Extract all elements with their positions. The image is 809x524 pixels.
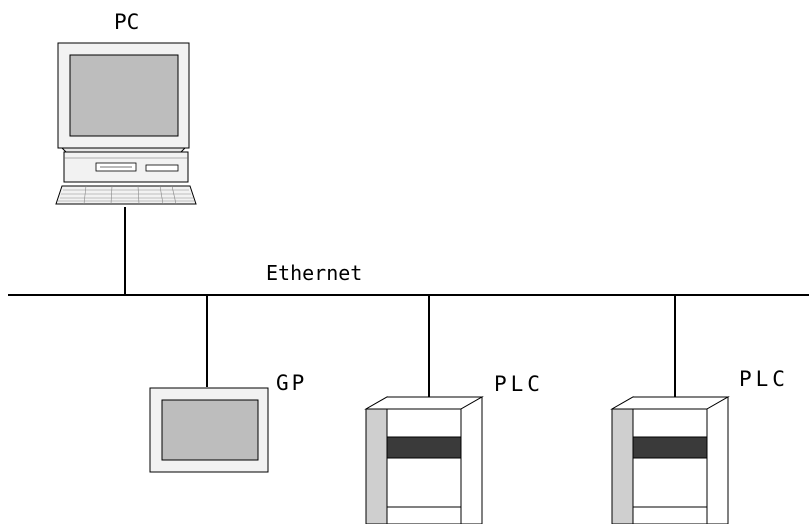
pc-monitor-screen [69, 54, 179, 137]
pc-computer-icon [55, 42, 197, 205]
plc1-band [386, 436, 462, 459]
plc1-right-edge [460, 396, 483, 524]
gp-label: GP [276, 371, 308, 395]
plc2-band [632, 436, 708, 459]
plc2-side-panel [611, 396, 634, 524]
network-lines [8, 207, 809, 397]
plc1-side-panel [365, 396, 388, 524]
pc-keyboard-keys [58, 185, 194, 205]
plc2-front-panel [632, 408, 708, 524]
gp-screen [161, 399, 259, 461]
pc-drive-bay [145, 164, 179, 172]
plc2-label: PLC [739, 367, 789, 391]
gp-panel-icon [149, 387, 269, 473]
pc-monitor-stand [60, 147, 187, 153]
plc2-unit-icon [610, 396, 730, 524]
pc-label: PC [114, 10, 140, 34]
ethernet-label: Ethernet [266, 261, 363, 285]
plc2-right-edge [706, 396, 729, 524]
plc1-front-panel [386, 408, 462, 524]
plc1-label: PLC [494, 372, 544, 396]
plc1-unit-icon [364, 396, 484, 524]
